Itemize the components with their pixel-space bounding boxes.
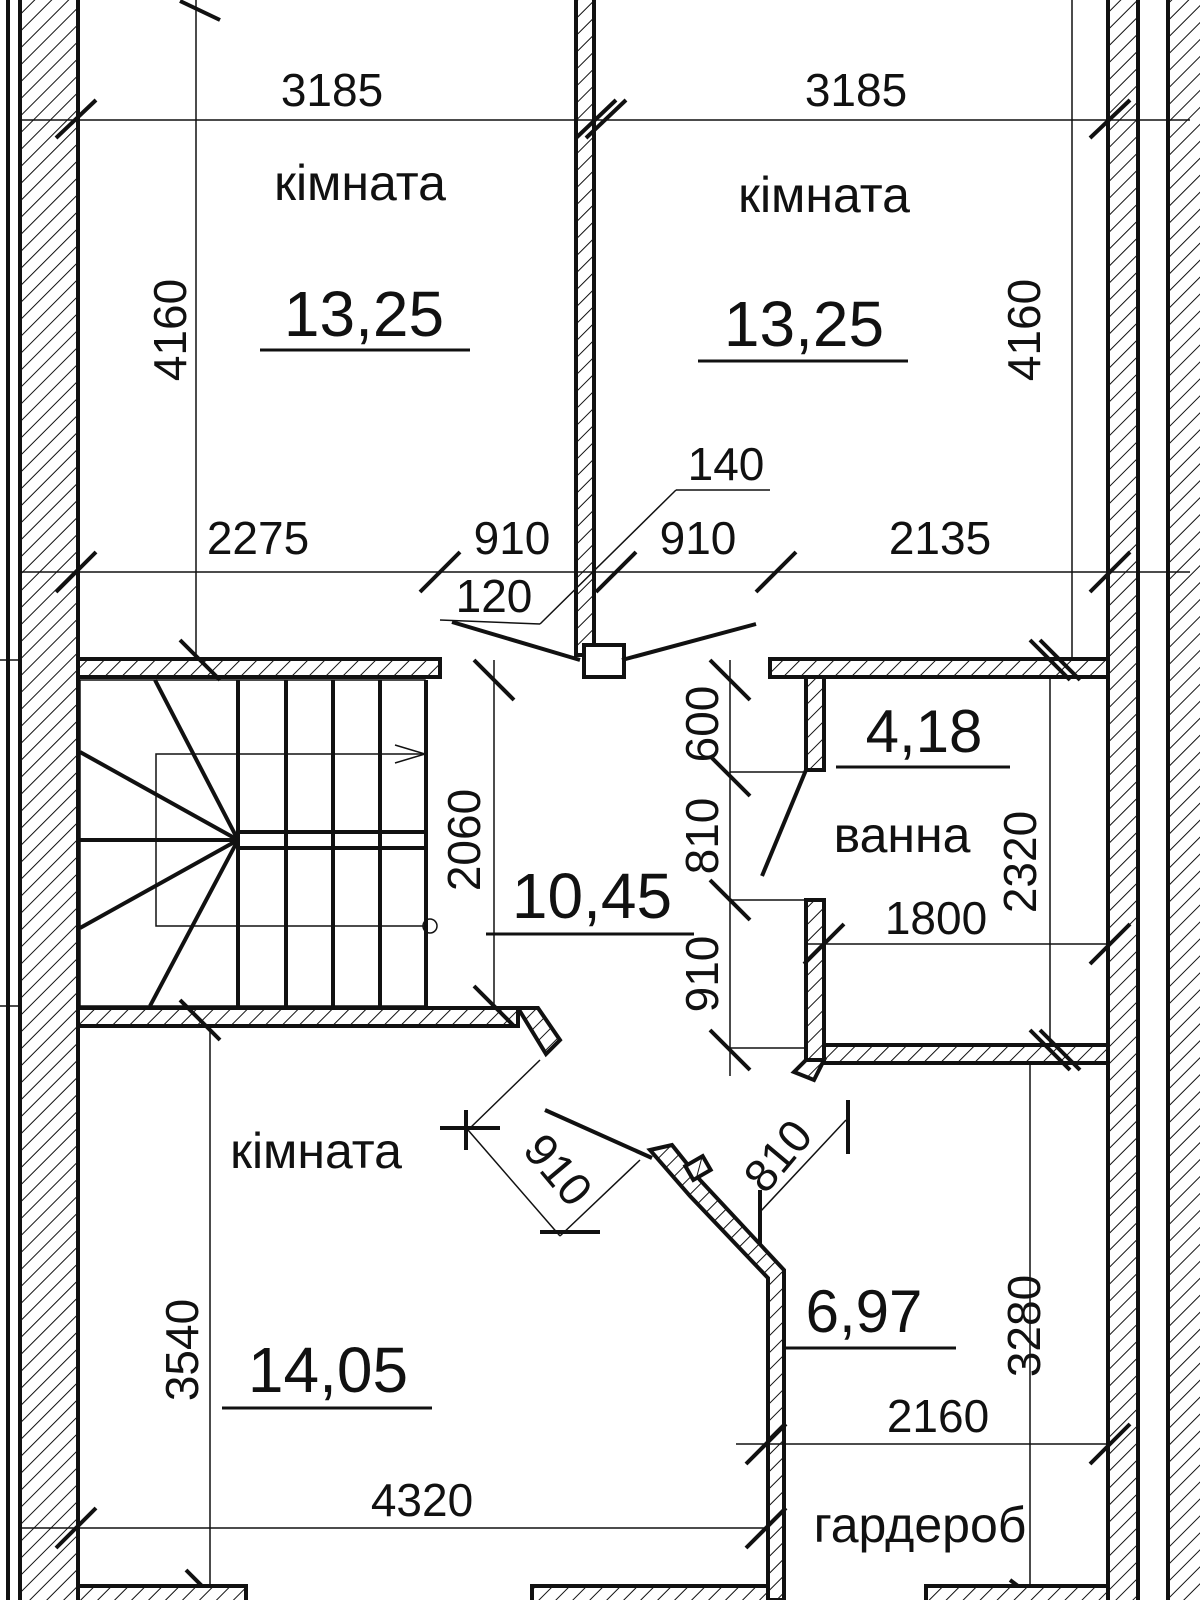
- doors: [451, 620, 808, 1160]
- labels: 3185 кімната 13,25 4160 3185 кімната 13,…: [144, 64, 1050, 1553]
- staircase: [79, 679, 438, 1007]
- stair-height: 2060: [438, 789, 490, 891]
- wardrobe-wall-knob: [682, 1153, 714, 1183]
- dim-810: 810: [676, 798, 728, 875]
- bottom-wall-left: [76, 1584, 248, 1600]
- stair-start-icon: [422, 918, 438, 934]
- right-outer-strip: [1166, 0, 1200, 1600]
- dim-600: 600: [676, 686, 728, 763]
- bath-area: 4,18: [866, 698, 983, 765]
- top-right-bottom-wall: [768, 657, 1110, 679]
- bath-width: 1800: [885, 892, 987, 944]
- bottom-left-room-area: 14,05: [248, 1334, 408, 1406]
- door-top-right: [621, 622, 757, 662]
- bottom-left-height: 3540: [156, 1299, 208, 1401]
- bath-left-wall-lower: [804, 898, 826, 1062]
- dim-2275: 2275: [207, 512, 309, 564]
- left-exterior-wall: [18, 0, 80, 1600]
- bottom-wall-mid: [530, 1584, 770, 1600]
- top-middle-partition: [574, 0, 596, 657]
- area-underlines: [222, 348, 1010, 1410]
- bath-left-wall-upper: [804, 675, 826, 772]
- door-bathroom: [760, 769, 808, 877]
- bottom-walls: [76, 1584, 1110, 1600]
- dim-2135: 2135: [889, 512, 991, 564]
- walls: [6, 0, 1200, 1600]
- bottom-left-width: 4320: [371, 1474, 473, 1526]
- bath-bottom-wall: [822, 1043, 1110, 1065]
- wardrobe-width: 2160: [887, 1390, 989, 1442]
- top-left-height: 4160: [144, 279, 196, 381]
- wardrobe-diagonal-wall: [646, 1142, 786, 1600]
- wardrobe-height: 3280: [998, 1275, 1050, 1377]
- dim-120: 120: [456, 570, 533, 622]
- dim-910-vertical: 910: [676, 936, 728, 1013]
- dim-910-left: 910: [474, 512, 551, 564]
- right-exterior-wall: [1106, 0, 1140, 1600]
- stair-arrow-icon: [394, 744, 428, 764]
- bath-room-name: ванна: [834, 807, 971, 863]
- stair-outline: [79, 679, 426, 1007]
- top-left-bottom-wall: [76, 657, 442, 679]
- door-right-width: 810: [733, 1110, 822, 1202]
- bottom-wall-right: [924, 1584, 1110, 1600]
- top-left-room-area: 13,25: [284, 278, 444, 350]
- top-left-width: 3185: [281, 64, 383, 116]
- door-bottom-left: [544, 1108, 653, 1160]
- door-left-width: 910: [514, 1124, 603, 1216]
- dim-910-right: 910: [660, 512, 737, 564]
- top-right-room-name: кімната: [738, 167, 910, 223]
- hall-area: 10,45: [512, 860, 672, 932]
- door-top-left: [451, 620, 581, 662]
- wardrobe-area: 6,97: [806, 1278, 923, 1345]
- bath-corner: [790, 1058, 828, 1083]
- bottom-left-room-name: кімната: [230, 1123, 402, 1179]
- dim-140: 140: [688, 438, 765, 490]
- top-right-width: 3185: [805, 64, 907, 116]
- wardrobe-room-name: гардероб: [814, 1497, 1027, 1553]
- partition-end: [582, 643, 626, 679]
- top-right-room-area: 13,25: [724, 288, 884, 360]
- stair-bottom-wall: [76, 1006, 520, 1028]
- top-left-room-name: кімната: [274, 155, 446, 211]
- stair-wall-end: [514, 1006, 563, 1058]
- top-right-height: 4160: [998, 279, 1050, 381]
- bath-height: 2320: [994, 811, 1046, 913]
